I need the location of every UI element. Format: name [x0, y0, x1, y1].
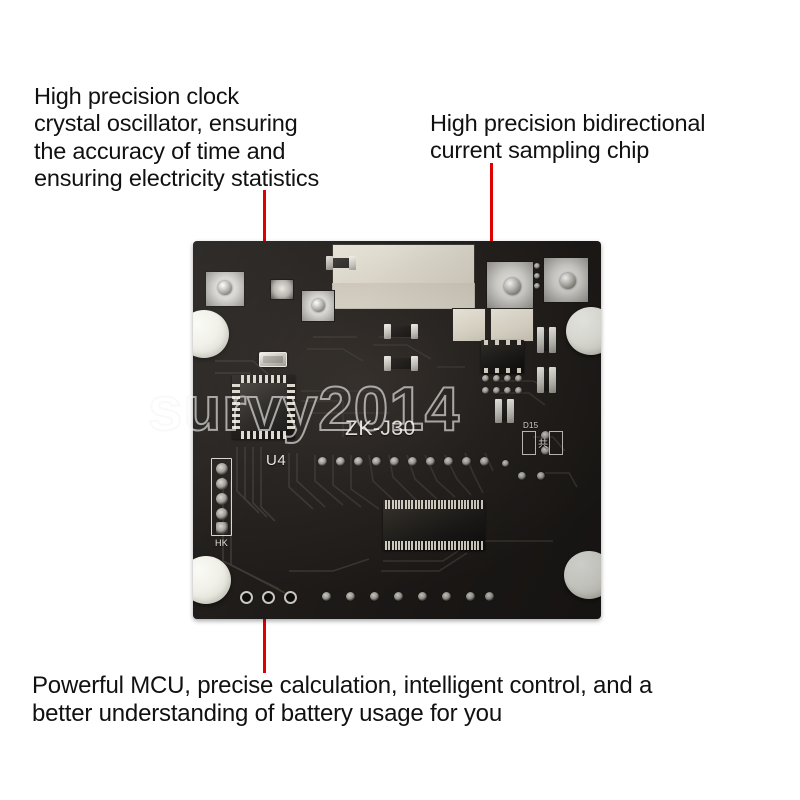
diode-footprint-left — [522, 431, 536, 455]
via-right-3 — [518, 472, 526, 480]
silk-diode-designator: D15 — [523, 421, 539, 430]
smd-component-4 — [537, 367, 556, 393]
callout-text-mcu: Powerful MCU, precise calculation, intel… — [32, 672, 653, 728]
smd-component-5 — [495, 399, 514, 423]
callout-text-current-sensor: High precision bidirectional current sam… — [430, 110, 706, 164]
flux-pad-right — [490, 308, 534, 342]
via-right-5 — [502, 460, 509, 467]
bottom-left-holes — [240, 591, 306, 605]
via-right-1 — [541, 431, 550, 440]
display-driver-chip — [383, 500, 485, 550]
current-sense-chip — [481, 340, 524, 373]
via-right-2 — [541, 446, 550, 455]
smd-component-6 — [326, 256, 356, 270]
via-column-top-right — [534, 263, 542, 297]
solder-pad-terminal-2 — [301, 290, 335, 322]
diode-footprint-right — [549, 431, 563, 455]
solder-pad-terminal-3 — [486, 261, 534, 309]
flux-pad-left — [452, 308, 486, 342]
solder-pad-small-top — [270, 279, 294, 300]
rubber-foot-bottom-right — [564, 551, 601, 599]
silk-model-label: ZK-J30 — [345, 417, 416, 440]
sense-chip-solder-pads — [481, 375, 527, 397]
smd-component-3 — [537, 327, 556, 353]
solder-pad-terminal-4 — [543, 257, 589, 303]
bottom-via-row — [322, 592, 494, 602]
silk-mcu-designator: U4 — [266, 452, 287, 469]
smd-component-1 — [384, 324, 418, 339]
mcu-chip — [232, 375, 295, 439]
via-right-4 — [537, 472, 545, 480]
pcb-board: 共 ZK-J30 U4 HK D15 — [193, 241, 601, 619]
callout-text-clock: High precision clock crystal oscillator,… — [34, 83, 320, 192]
crystal-oscillator — [259, 352, 287, 367]
solder-pad-terminal-1 — [205, 271, 245, 307]
silk-chinese-mark: 共 — [538, 439, 549, 450]
silk-header-label: HK — [215, 538, 229, 548]
smd-component-2 — [384, 356, 418, 371]
header-via-row — [318, 457, 496, 467]
thermal-pad-shadow — [332, 283, 475, 309]
programming-header — [211, 458, 232, 536]
rubber-foot-top-right — [566, 307, 601, 355]
